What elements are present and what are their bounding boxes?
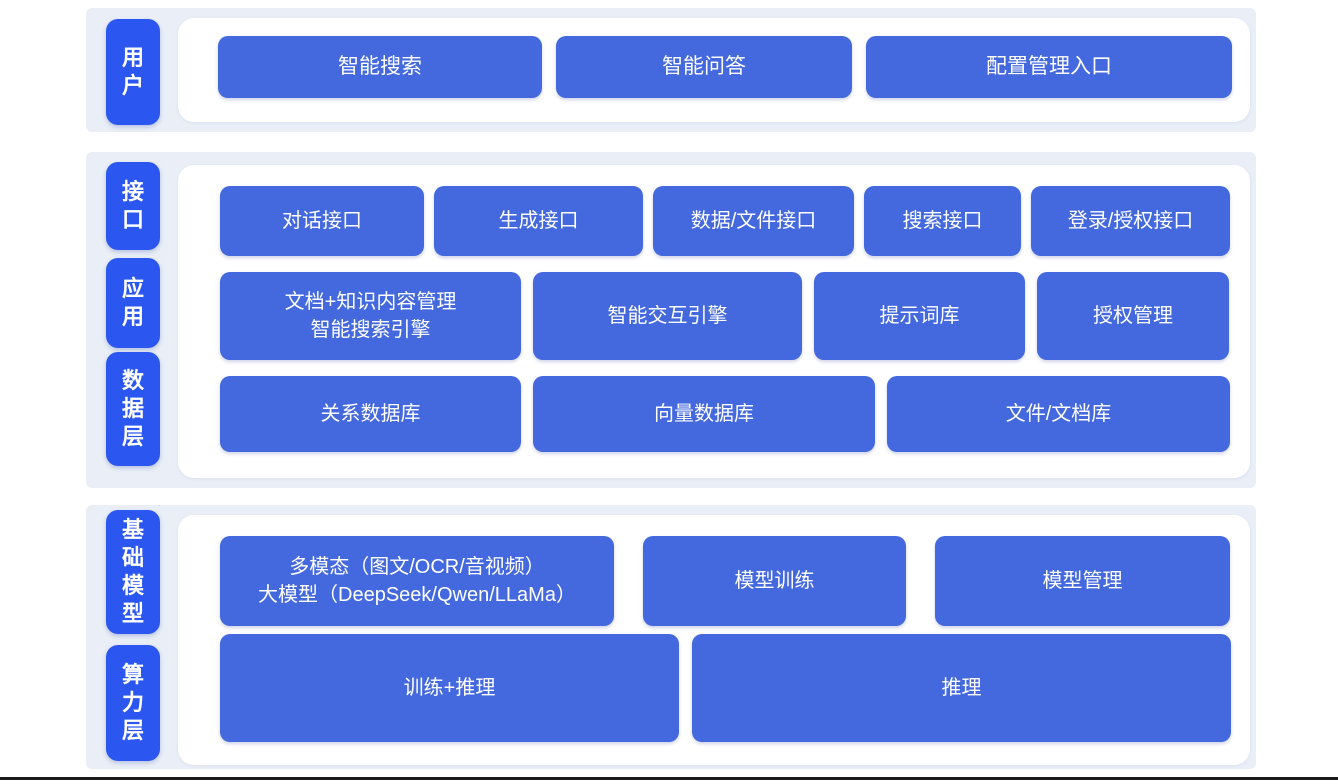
row-data-stores: 关系数据库 向量数据库 文件/文档库: [220, 376, 1230, 452]
box-prompt-library: 提示词库: [814, 272, 1025, 360]
layer-label-interface-text: 接口: [121, 178, 144, 232]
row-compute: 训练+推理 推理: [220, 634, 1231, 742]
box-model-management: 模型管理: [935, 536, 1230, 626]
layer-label-compute: 算力层: [106, 645, 160, 761]
layer-label-application: 应用: [106, 258, 160, 348]
layer-label-foundation-model-text: 基础模型: [121, 516, 144, 627]
panel-middle-layers: 对话接口 生成接口 数据/文件接口 搜索接口 登录/授权接口 文档+知识内容管理…: [178, 165, 1250, 478]
layer-label-data: 数据层: [106, 352, 160, 466]
box-login-auth-api: 登录/授权接口: [1031, 186, 1230, 256]
layer-label-user: 用户: [106, 19, 160, 125]
box-relational-db: 关系数据库: [220, 376, 521, 452]
box-multimodal-llm: 多模态（图文/OCR/音视频） 大模型（DeepSeek/Qwen/LLaMa）: [220, 536, 614, 626]
bottom-border-line: [0, 777, 1338, 780]
layer-label-data-text: 数据层: [121, 367, 144, 450]
box-generation-api: 生成接口: [434, 186, 643, 256]
box-inference: 推理: [692, 634, 1231, 742]
box-smart-search: 智能搜索: [218, 36, 542, 98]
row-foundation-models: 多模态（图文/OCR/音视频） 大模型（DeepSeek/Qwen/LLaMa）…: [220, 536, 1230, 626]
box-dialog-api: 对话接口: [220, 186, 424, 256]
box-smart-interaction-engine: 智能交互引擎: [533, 272, 802, 360]
band-user-layer: 用户 智能搜索 智能问答 配置管理入口: [86, 8, 1256, 132]
box-search-api: 搜索接口: [864, 186, 1021, 256]
box-doc-knowledge-search-engine: 文档+知识内容管理 智能搜索引擎: [220, 272, 521, 360]
row-user-entries: 智能搜索 智能问答 配置管理入口: [218, 36, 1232, 98]
band-bottom-layers: 基础模型 算力层 多模态（图文/OCR/音视频） 大模型（DeepSeek/Qw…: [86, 505, 1256, 769]
box-smart-qa: 智能问答: [556, 36, 852, 98]
layer-label-foundation-model: 基础模型: [106, 510, 160, 634]
box-model-training: 模型训练: [643, 536, 906, 626]
band-middle-layers: 接口 应用 数据层 对话接口 生成接口 数据/文件接口 搜索接口 登录/授权接口…: [86, 152, 1256, 488]
box-auth-management: 授权管理: [1037, 272, 1229, 360]
box-vector-db: 向量数据库: [533, 376, 875, 452]
box-file-doc-store: 文件/文档库: [887, 376, 1230, 452]
box-data-file-api: 数据/文件接口: [653, 186, 854, 256]
panel-bottom-layers: 多模态（图文/OCR/音视频） 大模型（DeepSeek/Qwen/LLaMa）…: [178, 515, 1250, 765]
panel-user-layer: 智能搜索 智能问答 配置管理入口: [178, 18, 1250, 122]
layer-label-compute-text: 算力层: [121, 661, 144, 744]
box-config-management-entry: 配置管理入口: [866, 36, 1232, 98]
box-training-inference: 训练+推理: [220, 634, 679, 742]
row-applications: 文档+知识内容管理 智能搜索引擎 智能交互引擎 提示词库 授权管理: [220, 272, 1229, 360]
layer-label-user-text: 用户: [121, 44, 144, 98]
layer-label-interface: 接口: [106, 162, 160, 250]
layer-label-application-text: 应用: [121, 275, 144, 329]
row-interfaces: 对话接口 生成接口 数据/文件接口 搜索接口 登录/授权接口: [220, 186, 1230, 256]
